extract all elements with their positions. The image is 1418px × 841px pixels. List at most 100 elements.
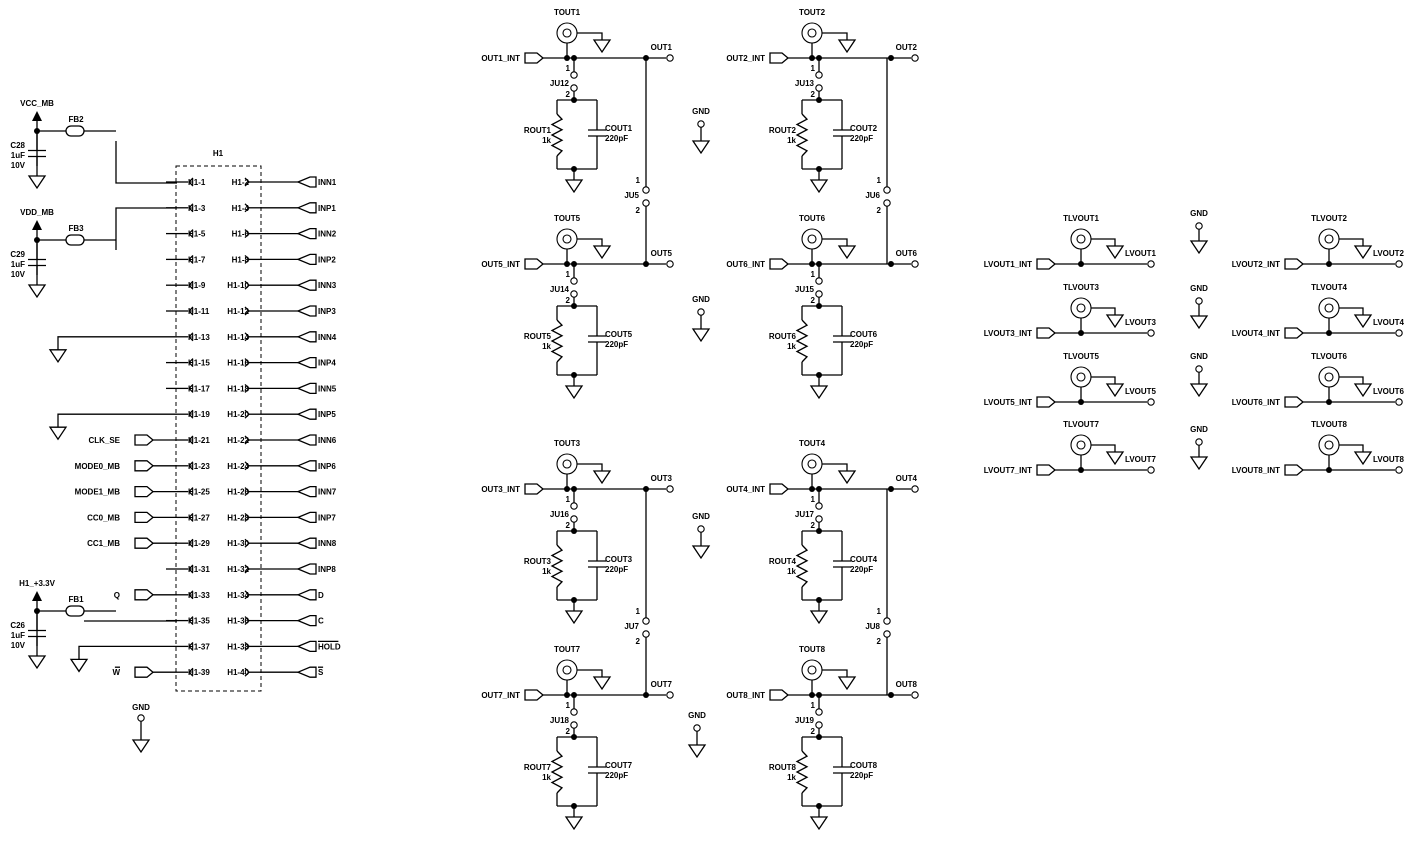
jumper-pin-2: 2 <box>566 90 571 99</box>
coax-center <box>1324 372 1334 382</box>
wire <box>244 383 250 393</box>
header-net-right: INN3 <box>318 281 337 290</box>
jumper-pin-1: 1 <box>636 607 641 616</box>
wire <box>188 229 194 239</box>
net-port <box>296 434 317 446</box>
wire <box>822 669 848 677</box>
terminal-circle <box>1395 329 1403 337</box>
coax-center <box>1076 372 1086 382</box>
coax-designator: TOUT2 <box>799 8 826 17</box>
terminal-circle <box>1395 260 1403 268</box>
net-in-label: OUT3_INT <box>481 485 520 494</box>
net-port <box>296 614 317 627</box>
wire <box>1091 444 1116 452</box>
gnd-flag-3: GND <box>691 512 711 560</box>
ground-symbol <box>592 245 612 260</box>
terminal-circle <box>911 691 919 699</box>
cap-designator: C26 <box>10 621 25 630</box>
header-net-left: MODE1_MB <box>75 488 121 497</box>
resistor-value: 1k <box>787 136 796 145</box>
ground-symbol <box>592 39 612 54</box>
net-port <box>296 589 317 601</box>
wire <box>1091 376 1116 384</box>
terminal-circle <box>1147 466 1155 474</box>
header-net-right: INP1 <box>318 204 336 213</box>
header-pin-left: H1-7 <box>188 255 206 264</box>
coax-designator: TLVOUT6 <box>1311 352 1347 361</box>
jumper-pin-1: 1 <box>877 176 882 185</box>
ground-symbol <box>809 179 829 194</box>
header-net-right: INN8 <box>318 539 337 548</box>
resistor-value: 1k <box>542 773 551 782</box>
net-port <box>296 176 317 188</box>
coax-center <box>1324 303 1334 313</box>
wire <box>188 306 194 316</box>
terminal-circle <box>1195 438 1203 446</box>
net-port <box>1284 464 1305 476</box>
resistor-designator: ROUT6 <box>769 332 797 341</box>
terminal-circle <box>570 84 578 92</box>
header-pin-left: H1-35 <box>188 617 210 626</box>
ground-symbol <box>69 658 89 673</box>
header-pin-right: H1-26 <box>227 488 249 497</box>
wire <box>577 463 603 471</box>
resistor-value: 1k <box>542 342 551 351</box>
terminal-circle <box>570 71 578 79</box>
net-port <box>296 279 317 291</box>
net-port <box>769 689 790 701</box>
gnd-flag-header: GND <box>131 703 151 754</box>
header-net-left: Q <box>114 591 120 600</box>
ground-symbol <box>1105 245 1125 260</box>
cap-value: 220pF <box>605 340 628 349</box>
terminal-circle <box>666 260 674 268</box>
terminal-circle <box>570 515 578 523</box>
header-pin-right: H1-40 <box>227 668 249 677</box>
cap-value: 220pF <box>850 565 873 574</box>
wire <box>244 306 250 316</box>
terminal-circle <box>911 54 919 62</box>
header-net-right: D <box>318 591 324 600</box>
wire <box>244 435 250 445</box>
wire <box>1091 307 1116 315</box>
terminal-circle <box>1395 466 1403 474</box>
cap-designator: COUT3 <box>605 555 633 564</box>
ground-symbol <box>27 175 47 190</box>
jumper-pin-2: 2 <box>566 521 571 530</box>
net-in-label: LVOUT5_INT <box>984 398 1032 407</box>
net-port <box>769 258 790 270</box>
net-in-label: OUT2_INT <box>726 54 765 63</box>
net-port <box>296 331 317 343</box>
terminal-circle <box>883 186 891 194</box>
header-pin-right: H1-28 <box>227 513 249 522</box>
coax-center <box>807 459 817 469</box>
header-net-right: C <box>318 617 324 626</box>
header-pin-left: H1-11 <box>188 307 210 316</box>
resistor-symbol <box>795 750 809 794</box>
wire <box>1339 444 1364 452</box>
net-out-label: OUT1 <box>651 43 673 52</box>
header-pin-left: H1-5 <box>188 230 206 239</box>
header-pin-right: H1-8 <box>232 255 250 264</box>
header-pin-left: H1-23 <box>188 462 210 471</box>
ground-symbol <box>48 349 68 363</box>
net-in-label: OUT5_INT <box>481 260 520 269</box>
net-in-label: OUT7_INT <box>481 691 520 700</box>
net-port <box>296 253 317 266</box>
net-port <box>296 305 317 317</box>
header-pin-right: H1-2 <box>232 178 250 187</box>
coax-designator: TLVOUT8 <box>1311 420 1347 429</box>
resistor-designator: ROUT4 <box>769 557 797 566</box>
resistor-symbol <box>550 544 564 588</box>
coax-center <box>562 459 572 469</box>
